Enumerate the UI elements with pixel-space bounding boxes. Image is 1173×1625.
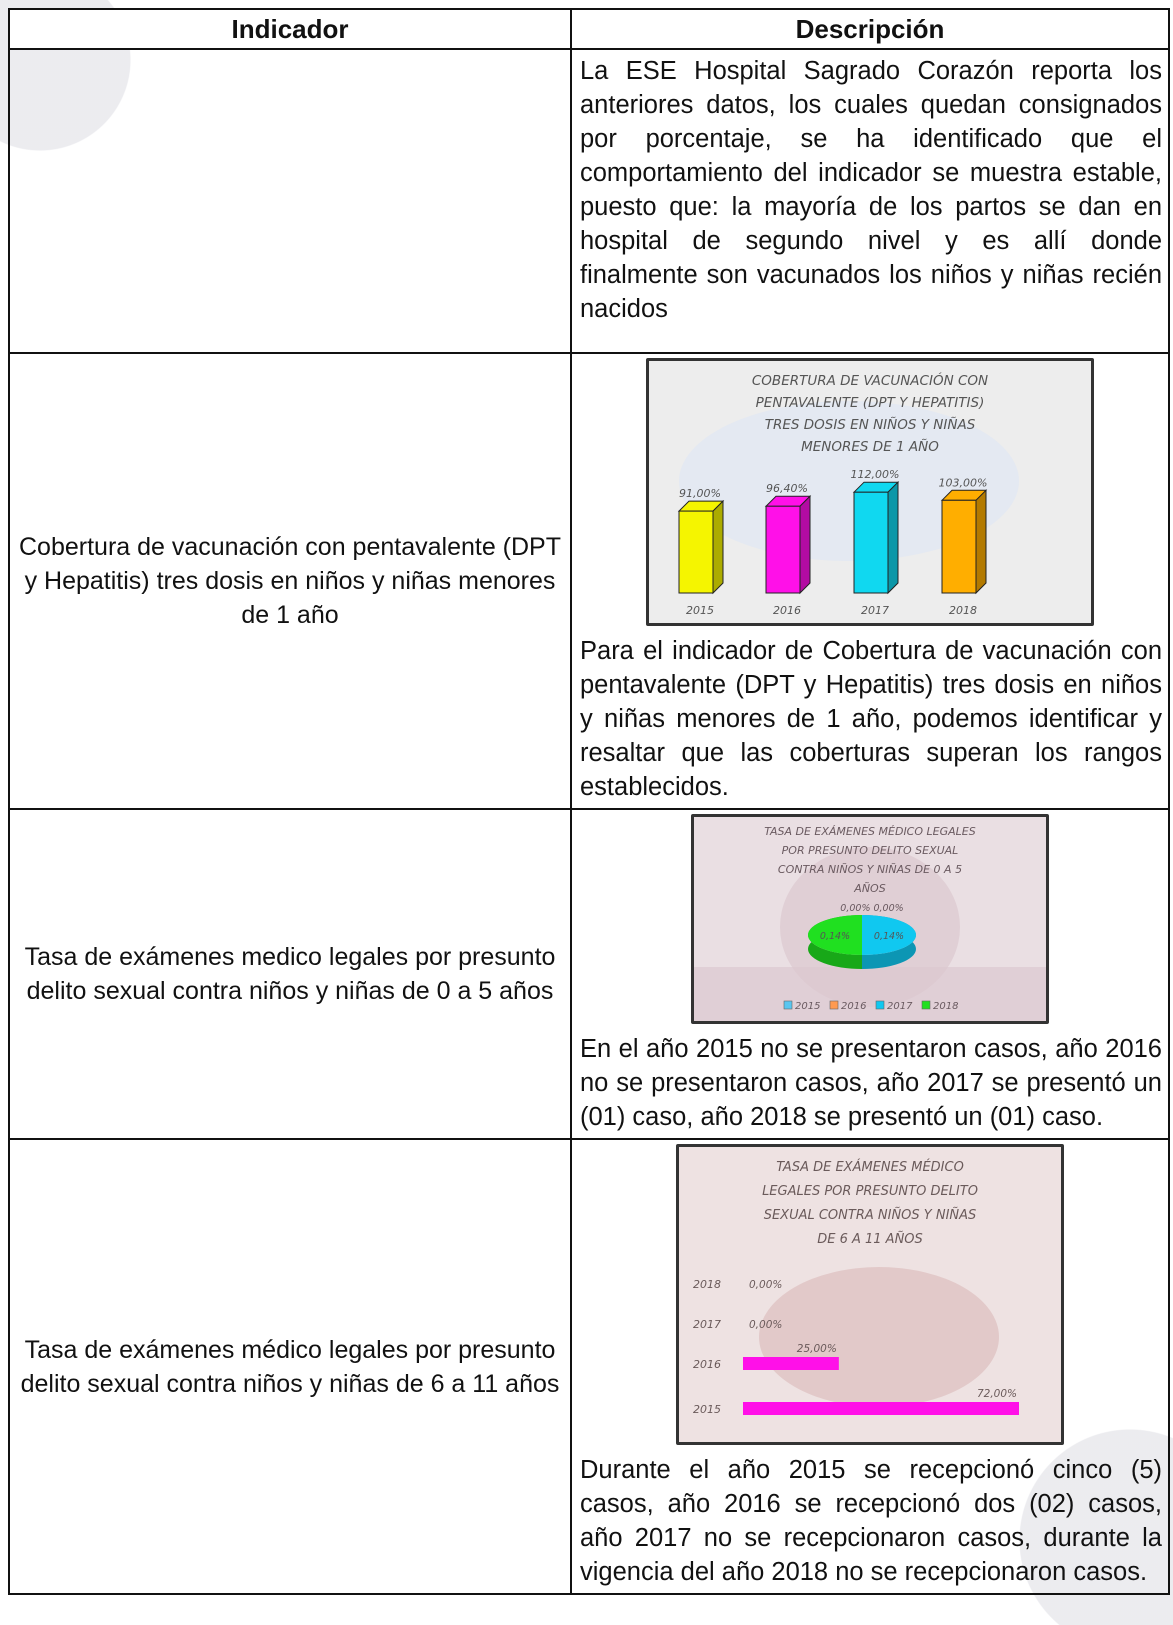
- description-text: En el año 2015 no se presentaron casos, …: [580, 1035, 1162, 1131]
- legend-label: 2018: [933, 1001, 958, 1012]
- table-row: Tasa de exámenes medico legales por pres…: [8, 808, 1170, 1140]
- y-tick-label: 2015: [693, 1403, 721, 1416]
- data-label: 72,00%: [977, 1388, 1017, 1400]
- description-cell: TASA DE EXÁMENES MÉDICO LEGALES POR PRESU…: [570, 1138, 1170, 1595]
- description-text: La ESE Hospital Sagrado Corazón reporta …: [580, 57, 1162, 323]
- sexual-crime-0-5-pie-chart: TASA DE EXÁMENES MÉDICO LEGALES POR PRESU…: [691, 814, 1049, 1024]
- bar: [743, 1357, 839, 1370]
- data-label: 96,40%: [766, 482, 808, 495]
- chart-title-line: TRES DOSIS EN NIÑOS Y NIÑAS: [765, 416, 976, 433]
- data-label: 0,14%: [874, 931, 904, 942]
- indicator-cell: Tasa de exámenes medico legales por pres…: [8, 808, 572, 1140]
- x-tick-label: 2016: [773, 604, 801, 617]
- chart-title-line: TASA DE EXÁMENES MÉDICO LEGALES: [764, 825, 975, 838]
- data-label: 0,00%: [749, 1319, 782, 1331]
- description-text: Durante el año 2015 se recepcionó cinco …: [580, 1456, 1162, 1586]
- legend-label: 2017: [887, 1001, 913, 1012]
- x-tick-label: 2017: [861, 604, 889, 617]
- x-tick-label: 2018: [949, 604, 977, 617]
- chart-title-line: TASA DE EXÁMENES MÉDICO: [776, 1159, 964, 1175]
- data-label: 112,00%: [851, 468, 900, 481]
- chart-title-line: DE 6 A 11 AÑOS: [817, 1231, 923, 1247]
- chart-title-line: LEGALES POR PRESUNTO DELITO: [762, 1184, 978, 1199]
- description-cell: COBERTURA DE VACUNACIÓN CON PENTAVALENTE …: [570, 352, 1170, 810]
- legend-swatch: [921, 1000, 931, 1010]
- chart-title-line: PENTAVALENTE (DPT Y HEPATITIS): [756, 395, 985, 411]
- data-label: 0,00%: [749, 1279, 782, 1291]
- data-label: 0,14%: [820, 931, 850, 942]
- indicator-cell: Tasa de exámenes médico legales por pres…: [8, 1138, 572, 1595]
- legend-swatch: [783, 1000, 793, 1010]
- bar-side: [799, 495, 811, 595]
- table-row: La ESE Hospital Sagrado Corazón reporta …: [8, 48, 1170, 354]
- sexual-crime-6-11-bar-chart: TASA DE EXÁMENES MÉDICO LEGALES POR PRESU…: [676, 1144, 1064, 1445]
- data-label: 103,00%: [939, 476, 988, 489]
- bar: [678, 510, 714, 594]
- chart-title-line: CONTRA NIÑOS Y NIÑAS DE 0 A 5: [778, 863, 962, 876]
- indicator-cell: Cobertura de vacunación con pentavalente…: [8, 352, 572, 810]
- x-tick-label: 2015: [686, 604, 714, 617]
- indicator-cell: [8, 48, 572, 354]
- pie-slice: [808, 915, 862, 955]
- data-label: 25,00%: [797, 1343, 837, 1355]
- bar: [743, 1402, 1019, 1415]
- chart-title-line: COBERTURA DE VACUNACIÓN CON: [752, 371, 988, 389]
- bar-side: [887, 480, 899, 595]
- table-row: Tasa de exámenes médico legales por pres…: [8, 1138, 1170, 1595]
- bar: [765, 505, 801, 594]
- description-cell: La ESE Hospital Sagrado Corazón reporta …: [570, 48, 1170, 354]
- table-row: Cobertura de vacunación con pentavalente…: [8, 352, 1170, 810]
- legend-swatch: [829, 1000, 839, 1010]
- header-descripcion: Descripción: [570, 8, 1170, 50]
- y-tick-label: 2017: [693, 1318, 721, 1331]
- bar: [941, 499, 977, 594]
- legend-label: 2015: [795, 1001, 820, 1012]
- description-cell: TASA DE EXÁMENES MÉDICO LEGALES POR PRESU…: [570, 808, 1170, 1140]
- vaccination-coverage-chart: COBERTURA DE VACUNACIÓN CON PENTAVALENTE …: [646, 358, 1094, 626]
- legend-label: 2016: [841, 1001, 866, 1012]
- y-tick-label: 2018: [693, 1278, 721, 1291]
- chart-title-line: SEXUAL CONTRA NIÑOS Y NIÑAS: [764, 1207, 977, 1223]
- background-watermark: [759, 1267, 999, 1407]
- table-header-row: Indicador Descripción: [8, 8, 1170, 50]
- header-indicador: Indicador: [8, 8, 572, 50]
- bar: [853, 491, 889, 594]
- chart-title-line: POR PRESUNTO DELITO SEXUAL: [782, 844, 959, 857]
- chart-title-line: MENORES DE 1 AÑO: [801, 438, 939, 455]
- bar-side: [712, 499, 724, 595]
- legend-swatch: [875, 1000, 885, 1010]
- background-watermark: [679, 401, 1019, 561]
- data-label: 91,00%: [679, 487, 721, 500]
- bar-side: [975, 489, 987, 595]
- data-label: 0,00% 0,00%: [840, 903, 903, 914]
- pie-slice: [862, 915, 916, 955]
- description-text: Para el indicador de Cobertura de vacuna…: [580, 637, 1162, 801]
- y-tick-label: 2016: [693, 1358, 721, 1371]
- indicator-table: Indicador Descripción La ESE Hospital Sa…: [8, 8, 1170, 1595]
- chart-title-line: AÑOS: [853, 882, 885, 895]
